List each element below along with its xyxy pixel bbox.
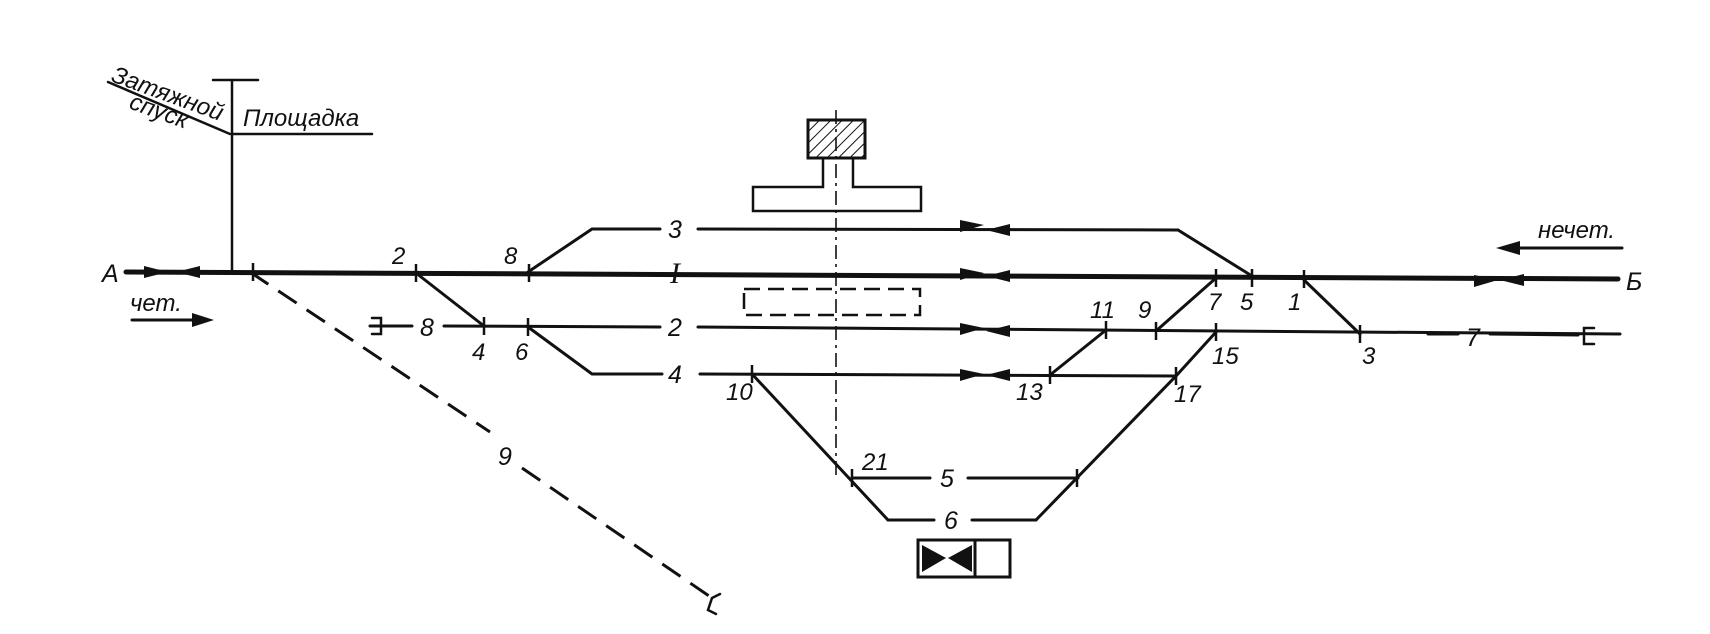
switch-label-15: 15	[1212, 343, 1239, 370]
track-label-8: 8	[420, 314, 434, 342]
switch-label-6: 6	[515, 339, 529, 366]
buffer-stops	[370, 316, 1596, 616]
direction-even-label: чет.	[130, 290, 182, 317]
switch-label-11: 11	[1090, 297, 1115, 324]
direction-odd-label: нечет.	[1538, 217, 1615, 244]
lead-17	[1034, 374, 1178, 522]
switch-label-2: 2	[391, 243, 405, 270]
station-end-b: Б	[1626, 268, 1642, 296]
switch-label-3: 3	[1362, 343, 1376, 370]
track-label-4: 4	[668, 361, 682, 389]
crossover-1-3	[1302, 278, 1362, 336]
tracks	[123, 227, 1622, 600]
track-label-5: 5	[940, 465, 954, 493]
track-label-3: 3	[668, 216, 682, 244]
crossover-2-4	[414, 271, 486, 328]
track-3	[526, 227, 662, 274]
track-label-6: 6	[944, 507, 958, 535]
crossover-9-7	[1154, 276, 1218, 333]
track-label-main: I	[669, 257, 682, 290]
track-9	[249, 270, 491, 434]
switch-label-21: 21	[861, 449, 889, 476]
switch-label-13: 13	[1016, 379, 1043, 406]
switch-label-7: 7	[1208, 289, 1223, 316]
crossover-11-13	[1048, 328, 1108, 377]
track-label-2: 2	[667, 314, 682, 342]
freight-shed	[916, 538, 1012, 579]
platform-label: Площадка	[243, 105, 359, 132]
passenger-platform	[742, 287, 922, 317]
main-track	[123, 269, 1621, 282]
switch-label-5: 5	[1240, 289, 1254, 316]
switch-label-4: 4	[472, 339, 485, 366]
connection-15-17	[1174, 330, 1218, 378]
track-labels: I 3 2 4 5 6 7 8 9	[420, 216, 1481, 535]
station-building	[751, 118, 923, 213]
track-label-7: 7	[1466, 324, 1481, 352]
switch-label-10: 10	[726, 379, 753, 406]
profile-indicator: Затяжной спуск Площадка	[106, 61, 374, 274]
switch-label-8: 8	[504, 243, 518, 270]
switch-ticks	[251, 263, 1362, 487]
switch-label-1: 1	[1288, 289, 1301, 316]
track-arrows	[144, 220, 1524, 381]
switch-label-17: 17	[1174, 381, 1202, 408]
direction-even: чет.	[130, 290, 214, 327]
switch-labels: 2 8 4 6 10 21 11 9 7 5 1 3 15 13 17	[391, 243, 1376, 476]
direction-odd: нечет.	[1496, 217, 1624, 255]
station-end-a: А	[100, 260, 119, 288]
switch-label-9: 9	[1138, 297, 1151, 324]
track-4	[526, 325, 664, 376]
lead-10	[750, 372, 890, 522]
track-label-9: 9	[498, 443, 512, 471]
